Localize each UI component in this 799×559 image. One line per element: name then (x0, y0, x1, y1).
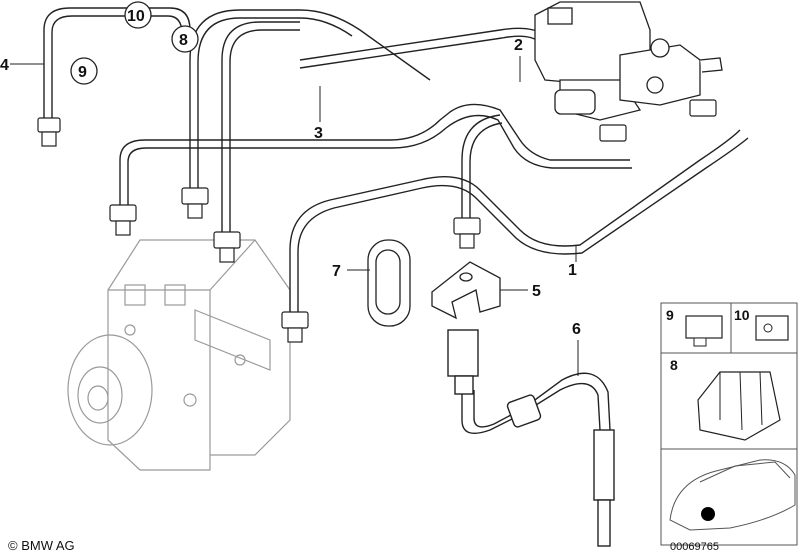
location-marker-icon (701, 507, 715, 521)
bracket-5 (431, 261, 501, 320)
label-10: 10 (127, 8, 145, 25)
label-4: 4 (0, 57, 9, 74)
inset-label-8: 8 (670, 357, 678, 373)
label-5: 5 (532, 283, 541, 300)
label-6: 6 (572, 321, 581, 338)
copyright-text: © BMW AG (8, 538, 75, 553)
brake-line-3 (189, 9, 431, 240)
master-cylinder (534, 1, 723, 121)
label-3: 3 (314, 125, 323, 142)
label-9: 9 (78, 64, 87, 81)
label-2: 2 (514, 37, 523, 54)
label-1: 1 (568, 262, 577, 279)
label-8: 8 (179, 32, 188, 49)
callout-leaders (10, 56, 579, 376)
inset-label-10: 10 (734, 307, 750, 323)
line-fittings (37, 99, 717, 343)
brake-line-4 (43, 7, 191, 120)
brake-line-1-2 (119, 27, 749, 320)
grommet-7 (367, 239, 411, 327)
label-7: 7 (332, 263, 341, 280)
abs-hydraulic-unit (67, 239, 291, 471)
diagram-id: 00069765 (670, 541, 719, 553)
inset-label-9: 9 (666, 307, 674, 323)
circled-callouts (70, 1, 199, 85)
brake-hose-6 (447, 329, 615, 547)
parts-inset (660, 302, 798, 546)
